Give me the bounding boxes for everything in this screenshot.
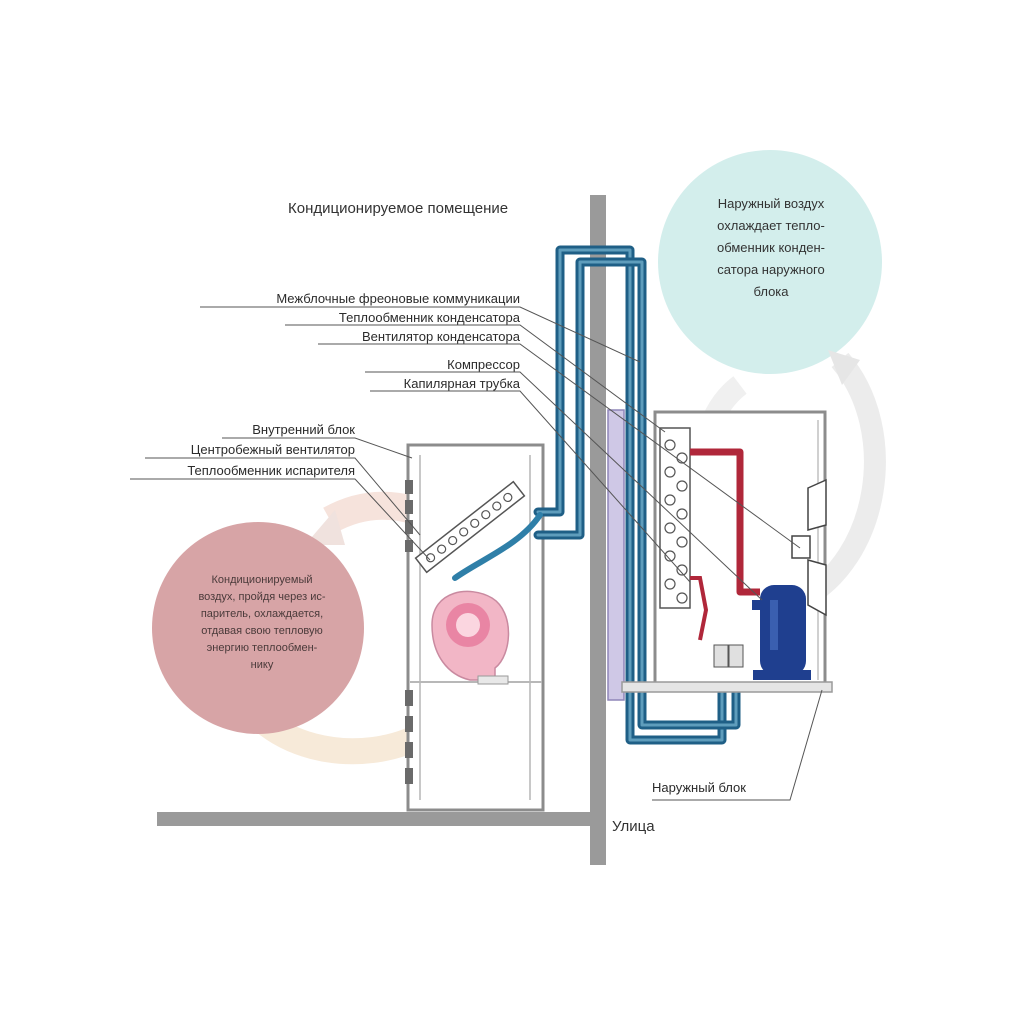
conditioned-room-title: Кондиционируемое помещение xyxy=(288,200,509,217)
leader-lines xyxy=(130,306,823,801)
label-compressor: Компрессор xyxy=(447,357,520,372)
label-evaporator-coil: Теплообменник испарителя xyxy=(187,463,355,478)
hot-gas-line xyxy=(690,448,760,596)
outdoor-airflow-arc-right xyxy=(794,352,886,610)
indoor-air-bubble xyxy=(152,522,364,734)
outdoor-air-bubble xyxy=(658,150,882,374)
outdoor-airflow-arrowhead xyxy=(828,350,860,385)
condenser-coil xyxy=(659,427,691,609)
outdoor-bubble-text: Наружный воздух охлаждает тепло- обменни… xyxy=(716,196,826,299)
service-valves xyxy=(713,644,744,668)
label-centrifugal-fan: Центробежный вентилятор xyxy=(190,442,355,457)
centrifugal-fan xyxy=(431,590,510,685)
label-capillary-tube: Капилярная трубка xyxy=(403,376,520,391)
condenser-fan xyxy=(791,478,827,617)
street-label: Улица xyxy=(612,818,655,835)
indoor-bubble-text: Кондиционируемый воздух, пройдя через ис… xyxy=(198,574,326,671)
label-condenser-coil: Теплообменник конденсатора xyxy=(338,310,520,325)
label-indoor-unit: Внутренний блок xyxy=(252,422,355,437)
wall-bracket-panel xyxy=(607,409,625,701)
evaporator-coil xyxy=(414,480,526,574)
outer-wall xyxy=(590,195,606,865)
compressor xyxy=(752,585,811,680)
label-condenser-fan: Вентилятор конденсатора xyxy=(362,329,520,344)
floor xyxy=(157,812,590,826)
label-freon-lines: Межблочные фреоновые коммуникации xyxy=(276,291,520,306)
indoor-airflow-arrowhead xyxy=(305,510,345,545)
capillary-tube xyxy=(690,576,709,641)
freon-lines xyxy=(452,245,741,745)
outdoor-unit-label: Наружный блок xyxy=(652,780,746,795)
